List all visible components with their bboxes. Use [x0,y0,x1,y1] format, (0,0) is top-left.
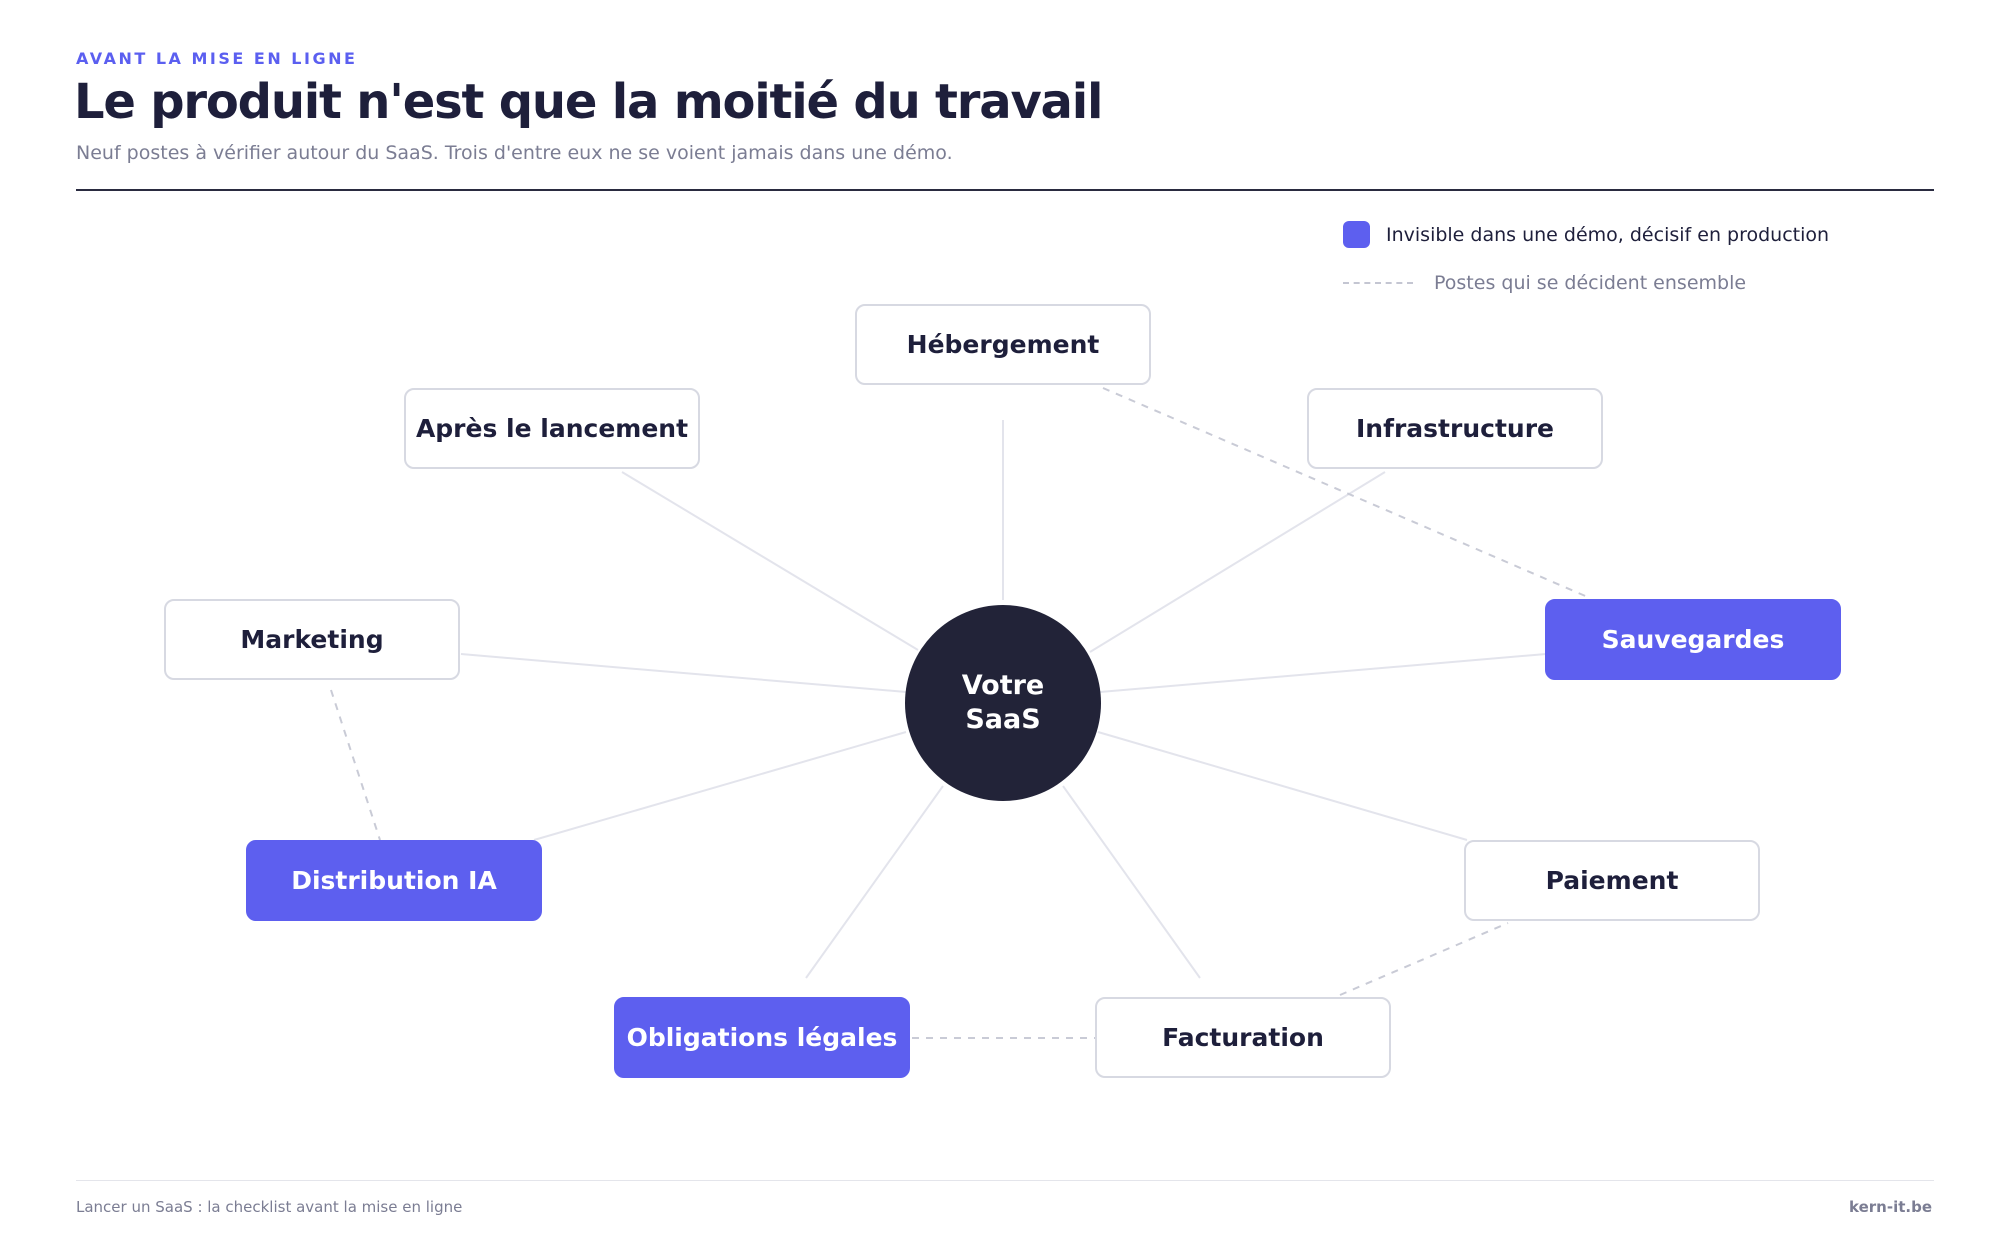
node-infrastructure: Infrastructure [1307,388,1603,469]
hub-label-line1: Votre [961,670,1045,701]
spoke-distribution [533,731,907,841]
node-distribution-ia: Distribution IA [246,840,542,921]
legend-highlight-swatch [1343,221,1370,248]
node-marketing: Marketing [164,599,460,680]
header-divider [76,189,1934,191]
spokes [460,420,1547,979]
node-apres-le-lancement: Après le lancement [404,388,700,469]
legend-dashed-line [1343,282,1413,284]
hub-label-line2: SaaS [965,704,1041,735]
decided-together-links [330,387,1591,1039]
spoke-apres [621,471,919,651]
node-obligations-legales: Obligations légales [614,997,910,1078]
hub-votre-saas: Votre SaaS [905,605,1101,801]
footer-caption: Lancer un SaaS : la checklist avant la m… [76,1198,463,1216]
spoke-obligations [805,785,944,979]
footer-divider [76,1180,1934,1181]
dashed-link-marketing-distribution [330,689,381,841]
node-sauvegardes: Sauvegardes [1545,599,1841,680]
page-subtitle: Neuf postes à vérifier autour du SaaS. T… [76,142,953,164]
spoke-infrastructure [1089,471,1386,653]
legend-highlight-label: Invisible dans une démo, décisif en prod… [1386,224,1830,246]
spoke-facturation [1062,785,1201,979]
node-facturation: Facturation [1095,997,1391,1078]
eyebrow-label: AVANT LA MISE EN LIGNE [76,49,358,68]
footer-domain: kern-it.be [1849,1198,1932,1216]
node-hebergement: Hébergement [855,304,1151,385]
dashed-link-hebergement-sauvegardes [1102,387,1591,599]
spoke-sauvegardes [1099,653,1547,693]
spoke-marketing [460,653,907,693]
legend-dashed-label: Postes qui se décident ensemble [1434,272,1747,294]
dashed-link-facturation-paiement [1339,922,1509,996]
page-title: Le produit n'est que la moitié du travai… [74,74,1103,130]
spoke-paiement [1097,731,1468,841]
node-paiement: Paiement [1464,840,1760,921]
